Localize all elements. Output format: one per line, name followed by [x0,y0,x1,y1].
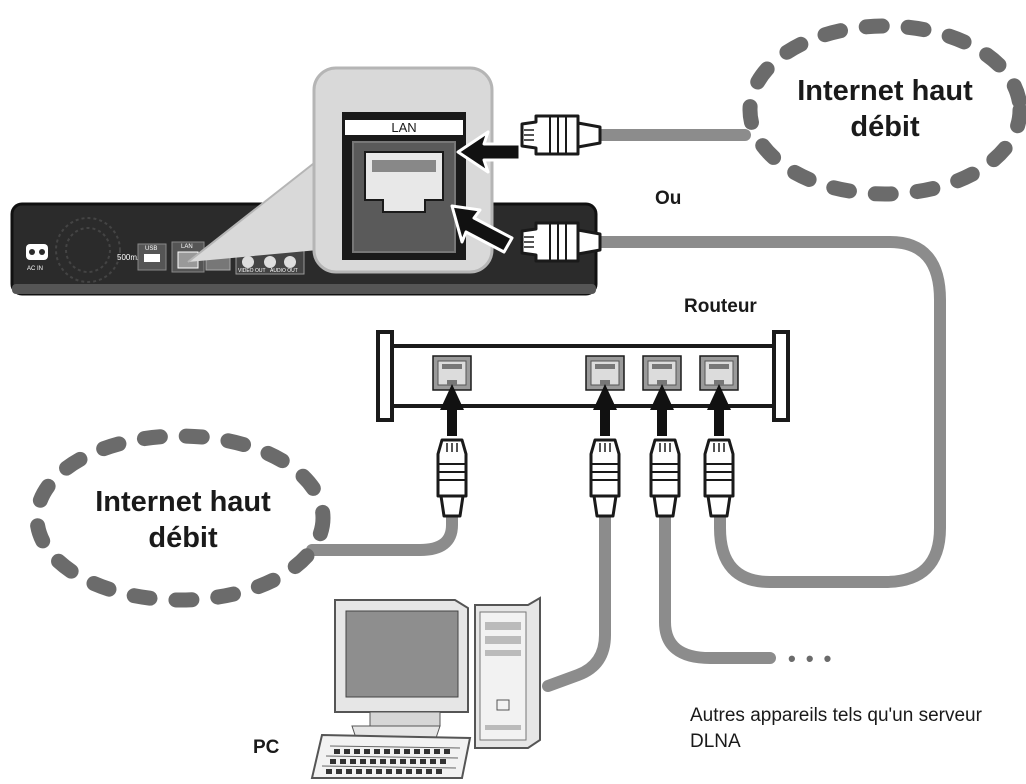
ac-in-label: AC IN [27,266,43,272]
other-devices-label: Autres appareils tels qu'un serveur DLNA [690,705,982,752]
lan-port-zoom-callout: LAN [187,66,494,274]
power-socket-icon [26,244,48,260]
more-devices-ellipsis: • • • [788,646,834,671]
ou-label: Ou [655,188,682,209]
cable-to-pc [542,504,611,692]
pc-label: PC [253,737,280,758]
internet-label-left: Internet haut débit [95,486,271,554]
usb-port-icon [144,254,160,262]
ethernet-plug-icon [589,438,621,518]
ethernet-plug-icon [436,438,468,518]
video-out-label: VIDEO OUT [238,268,266,274]
power-rating-label: 500mA [117,253,143,262]
cable-router-to-player [594,236,946,588]
internet-label-top: Internet haut débit [797,75,973,143]
audio-out-label: AUDIO OUT [270,268,298,274]
lan-port-label: LAN [391,120,416,135]
internet-cloud-left [29,428,331,608]
arrow-icon [450,204,514,254]
router-label: Routeur [684,296,757,317]
fan-grille-icon [55,217,121,283]
pc-icon [310,596,541,779]
ethernet-plug-icon [520,114,602,156]
ethernet-plug-icon [649,438,681,518]
cable-left-internet [306,504,458,556]
internet-cloud-top [742,18,1026,202]
usb-label: USB [145,246,157,252]
arrow-icon [456,130,522,174]
ethernet-cables [306,129,946,692]
cable-to-other-devices [659,504,776,664]
lan-small-label: LAN [181,244,193,250]
ethernet-plug-icon [703,438,735,518]
